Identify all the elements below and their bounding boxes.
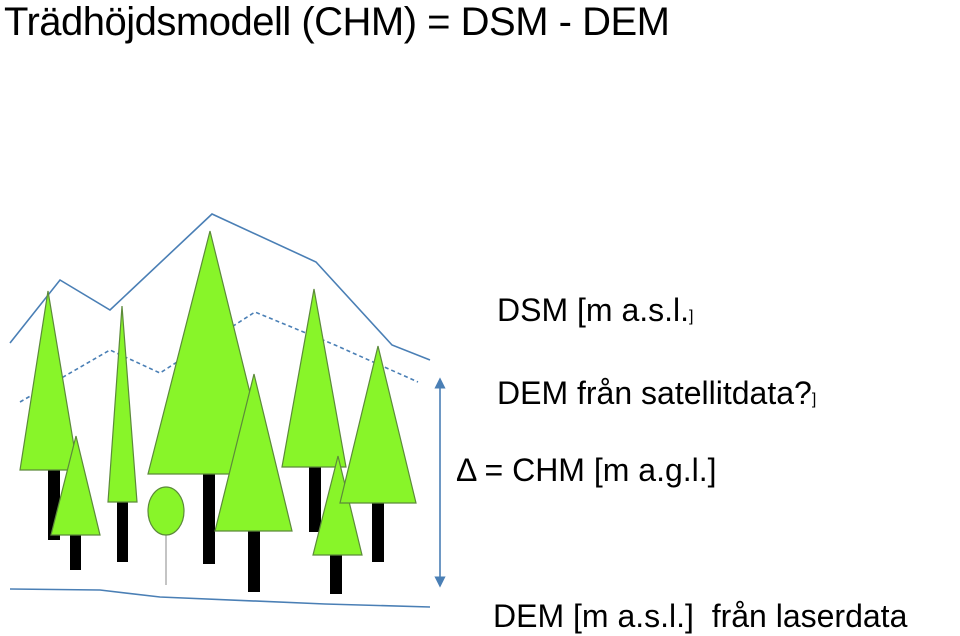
bush-canopy bbox=[148, 487, 184, 535]
dem-satellite-label-text: DEM från satellitdata? bbox=[497, 375, 812, 411]
chm-label: Δ = CHM [m a.g.l.] bbox=[456, 450, 717, 490]
tree-canopy bbox=[108, 306, 137, 502]
tree-trunk bbox=[203, 472, 215, 564]
dem-satellite-label: DEM från satellitdata?] bbox=[497, 373, 816, 420]
dsm-label: DSM [m a.s.l.] bbox=[497, 290, 693, 337]
dem-satellite-label-bracket: ] bbox=[812, 391, 816, 408]
tree-trunk bbox=[117, 500, 128, 562]
tree-canopies bbox=[20, 231, 416, 555]
tree-trunk bbox=[372, 500, 384, 562]
dem-laser-label: DEM [m a.s.l.] från laserdata bbox=[493, 596, 907, 636]
tree-trunk bbox=[248, 530, 260, 592]
dem-laser-ground-line bbox=[10, 589, 430, 607]
tree-trunk bbox=[309, 466, 321, 532]
dsm-label-text: DSM [m a.s.l. bbox=[497, 292, 689, 328]
tree-canopy bbox=[340, 346, 416, 503]
tree-canopy bbox=[282, 289, 346, 467]
tree-trunk bbox=[330, 552, 342, 594]
tree-canopy bbox=[20, 291, 78, 470]
dsm-label-bracket: ] bbox=[689, 308, 693, 325]
